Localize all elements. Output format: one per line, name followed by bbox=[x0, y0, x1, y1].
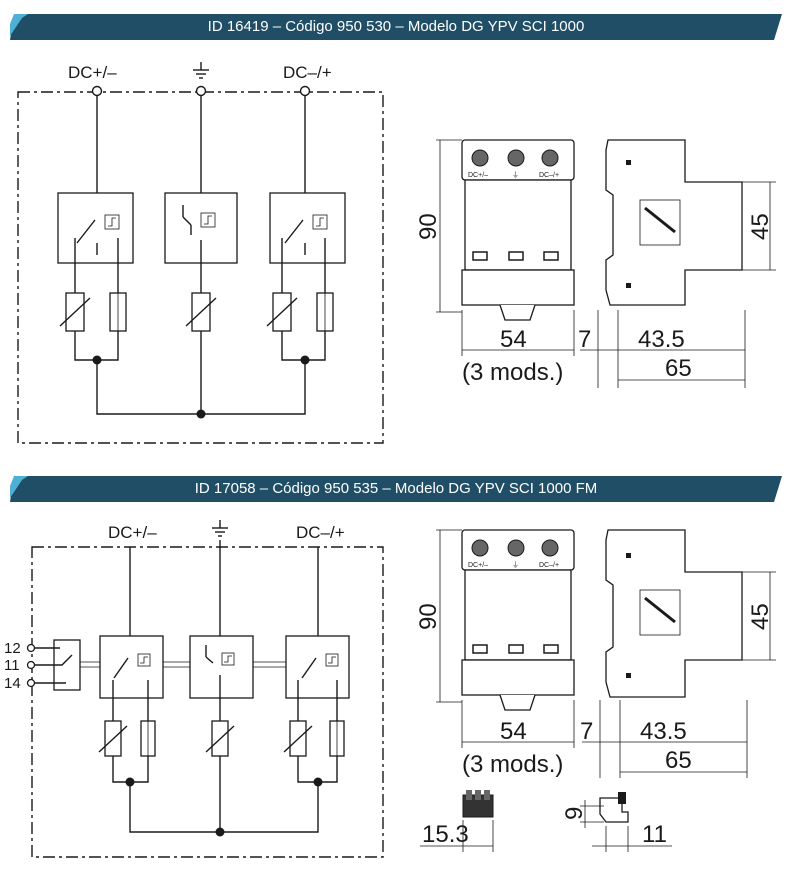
svg-text:DC–/+: DC–/+ bbox=[539, 562, 559, 569]
dim-connector-height: 9 bbox=[561, 807, 588, 820]
enclosure-outline bbox=[17, 91, 384, 444]
varistor-icon bbox=[283, 720, 313, 757]
banner-title: ID 17058 – Código 950 535 – Modelo DG YP… bbox=[194, 480, 598, 497]
side-view-1: 45 7 43.5 65 bbox=[578, 139, 776, 388]
dim-height: 90 bbox=[415, 213, 442, 240]
fuse-icon bbox=[109, 292, 127, 332]
dim-depth-front: 43.5 bbox=[640, 718, 687, 745]
varistor-icon bbox=[266, 292, 298, 332]
terminal-label-left: DC+/– bbox=[108, 523, 157, 542]
connector-side-detail: 9 11 bbox=[561, 792, 672, 852]
svg-text:⏚: ⏚ bbox=[512, 171, 519, 179]
svg-text:⏚: ⏚ bbox=[512, 561, 519, 569]
dim-connector-depth: 11 bbox=[642, 821, 667, 848]
terminal-node bbox=[195, 85, 207, 97]
side-view-2: 45 7 43.5 65 bbox=[580, 529, 776, 778]
fm-pin-11: 11 bbox=[4, 657, 20, 674]
switch-icon bbox=[76, 214, 120, 255]
varistor-icon bbox=[205, 720, 235, 757]
connector-detail: 15.3 bbox=[420, 790, 494, 852]
dim-rail-offset: 7 bbox=[578, 326, 591, 353]
schematic-1: DC+/– DC–/+ bbox=[17, 62, 384, 444]
switch-icon bbox=[205, 645, 235, 666]
dim-rail-offset: 7 bbox=[580, 718, 593, 745]
fuse-icon bbox=[140, 720, 156, 757]
svg-text:DC+/–: DC+/– bbox=[468, 172, 488, 179]
banner-title: ID 16419 – Código 950 530 – Modelo DG YP… bbox=[207, 18, 585, 35]
fuse-icon bbox=[316, 292, 334, 332]
module-box bbox=[99, 635, 164, 699]
terminal-label-right: DC–/+ bbox=[296, 523, 345, 542]
dim-modules: (3 mods.) bbox=[462, 359, 563, 386]
ground-icon bbox=[212, 520, 228, 537]
terminal-node bbox=[91, 85, 103, 97]
dim-connector-width: 15.3 bbox=[422, 821, 469, 848]
switch-icon bbox=[182, 205, 216, 235]
varistor-icon bbox=[59, 292, 91, 332]
fm-pin-14: 14 bbox=[4, 675, 21, 692]
front-view-1: DC+/– ⏚ DC–/+ 90 54 (3 mods.) bbox=[415, 139, 575, 386]
dim-side-height: 45 bbox=[747, 603, 774, 630]
svg-text:DC–/+: DC–/+ bbox=[539, 172, 559, 179]
schematic-2: DC+/– DC–/+ 12 11 14 bbox=[4, 520, 384, 858]
ground-icon bbox=[193, 62, 209, 79]
terminal-node bbox=[299, 85, 311, 97]
module-box bbox=[285, 635, 350, 699]
varistor-icon bbox=[98, 720, 128, 757]
svg-text:DC+/–: DC+/– bbox=[468, 562, 488, 569]
varistor-icon bbox=[185, 292, 217, 332]
dim-depth-front: 43.5 bbox=[638, 326, 685, 353]
front-view-2: DC+/– ⏚ DC–/+ 90 54 (3 mods.) bbox=[415, 529, 575, 778]
banner-2: ID 17058 – Código 950 535 – Modelo DG YP… bbox=[10, 476, 782, 502]
terminal-label-right: DC–/+ bbox=[283, 63, 332, 82]
dim-height: 90 bbox=[415, 603, 442, 630]
dim-depth-total: 65 bbox=[665, 355, 692, 382]
fuse-icon bbox=[329, 720, 345, 757]
dim-depth-total: 65 bbox=[665, 747, 692, 774]
dim-modules: (3 mods.) bbox=[462, 751, 563, 778]
module-box bbox=[189, 635, 254, 699]
fm-pin-12: 12 bbox=[4, 640, 21, 657]
switch-icon bbox=[284, 214, 328, 255]
switch-icon bbox=[113, 653, 151, 679]
dim-width: 54 bbox=[500, 718, 527, 745]
dim-side-height: 45 bbox=[747, 213, 774, 240]
switch-icon bbox=[301, 653, 339, 679]
dim-width: 54 bbox=[500, 326, 527, 353]
enclosure-outline bbox=[31, 546, 384, 858]
banner-1: ID 16419 – Código 950 530 – Modelo DG YP… bbox=[10, 14, 782, 40]
module-box bbox=[57, 192, 134, 264]
module-box bbox=[269, 192, 346, 264]
terminal-label-left: DC+/– bbox=[68, 63, 117, 82]
